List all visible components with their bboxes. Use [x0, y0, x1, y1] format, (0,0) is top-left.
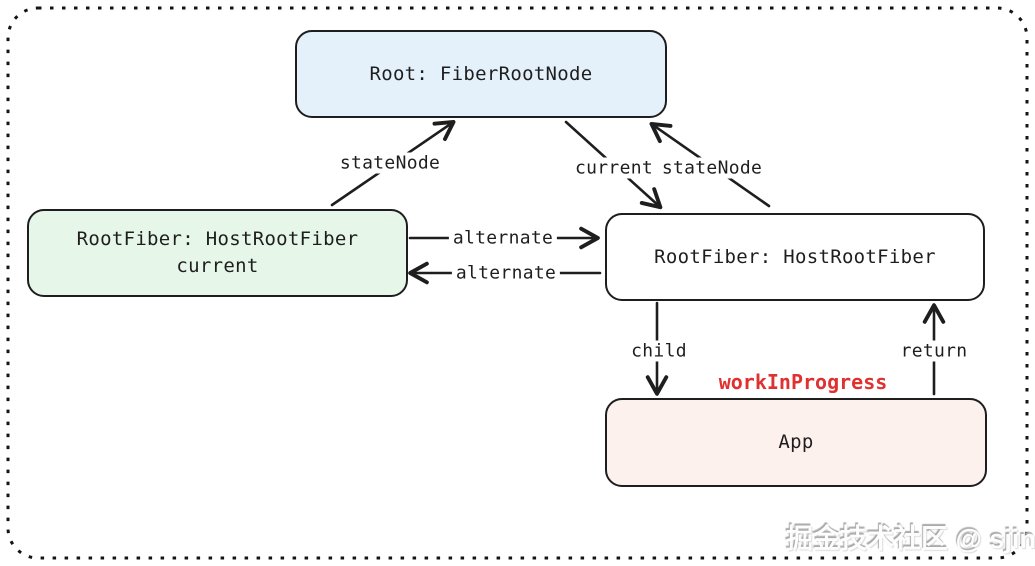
- edge-label-alternate-to-wip: alternate: [448, 227, 558, 249]
- edge-label-return: return: [896, 340, 972, 362]
- node-fiber-root-node: Root: FiberRootNode: [295, 30, 667, 118]
- node-host-root-fiber-alternate: RootFiber: HostRootFiber: [605, 213, 985, 301]
- edge-label-current: current: [571, 157, 657, 179]
- node-app-label: App: [778, 431, 814, 453]
- edge-label-alternate-to-current: alternate: [451, 262, 561, 284]
- node-host-root-fiber-current-label-line2: current: [176, 255, 259, 277]
- edge-label-statenode-right: stateNode: [657, 157, 767, 179]
- node-fiber-root-node-label: Root: FiberRootNode: [369, 62, 593, 85]
- node-host-root-fiber-alternate-label: RootFiber: HostRootFiber: [654, 245, 936, 268]
- edge-label-work-in-progress: workInProgress: [718, 370, 888, 394]
- node-host-root-fiber-current-label-line1: RootFiber: HostRootFiber: [76, 228, 359, 250]
- watermark-juejin-community: 掘金技术社区 @ sjin: [786, 524, 1035, 554]
- node-host-root-fiber-current: RootFiber: HostRootFiber current: [27, 209, 408, 297]
- dotted-outer-border: [6, 6, 1029, 560]
- node-app: App: [605, 398, 987, 487]
- edge-label-statenode-left: stateNode: [335, 152, 445, 174]
- edge-label-child: child: [627, 340, 691, 362]
